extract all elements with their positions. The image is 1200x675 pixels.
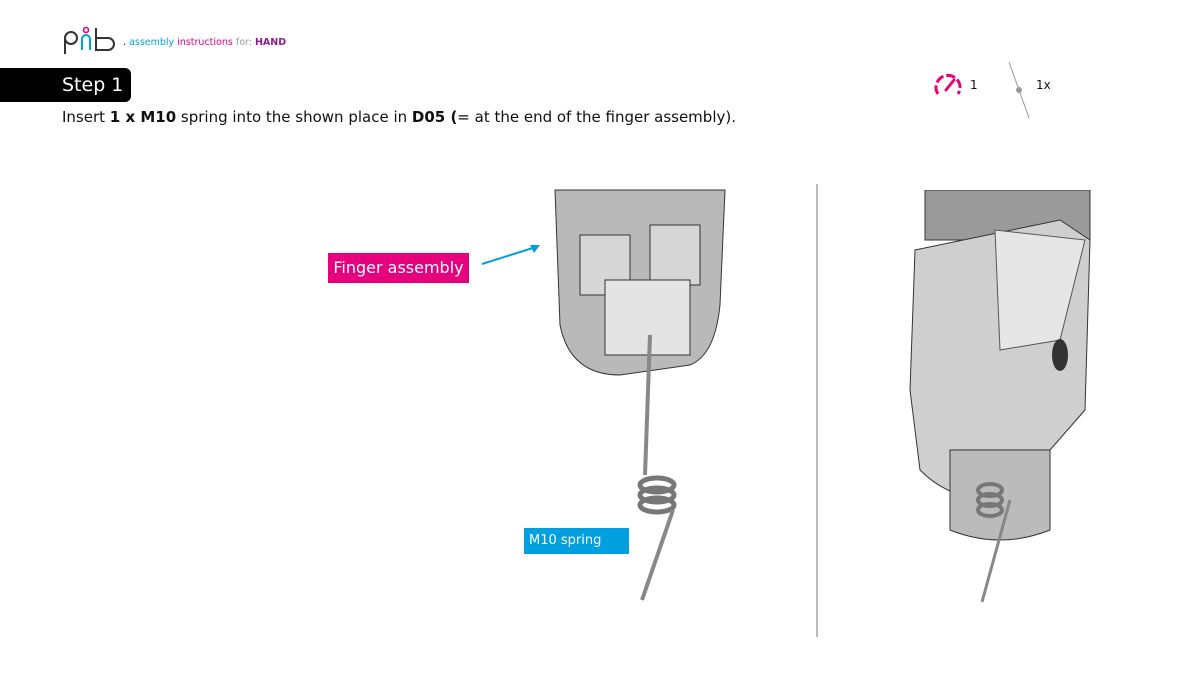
finger-assembly-callout: Finger assembly — [328, 253, 469, 283]
instruction-text: Insert 1 x M10 spring into the shown pla… — [62, 108, 736, 126]
m10-spring-callout: M10 spring — [524, 528, 629, 554]
divider — [816, 184, 818, 637]
quantity-value: 1x — [1036, 78, 1051, 92]
difficulty-value: 1 — [970, 78, 978, 92]
step-title: Step 1 — [0, 68, 131, 102]
brand-subtitle: . assembly instructions for: HAND — [123, 37, 287, 48]
pib-logo — [64, 26, 115, 54]
spring-icon — [1008, 62, 1030, 119]
finger-assembly-illustration — [554, 189, 726, 601]
speedometer-icon — [934, 73, 962, 95]
arrow-icon — [481, 245, 540, 265]
finger-assembled-illustration — [909, 190, 1091, 603]
